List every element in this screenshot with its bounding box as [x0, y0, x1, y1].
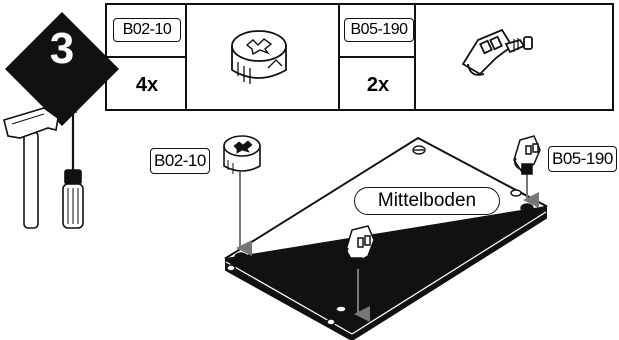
part-code-label-1: B02-10 — [113, 18, 181, 42]
step-number: 3 — [49, 24, 75, 73]
callout-label-cam-lock: B02-10 — [150, 148, 210, 174]
parts-table: B02-10 4x B05-190 2x — [105, 3, 614, 111]
insertion-arrows — [236, 172, 539, 322]
step-diamond-badge — [5, 12, 119, 126]
callout-label-shelf-support: B05-190 — [548, 146, 617, 172]
callout-shelf-support-icon-center — [345, 225, 375, 269]
screwdriver-icon — [62, 101, 84, 229]
table-divider — [340, 56, 416, 58]
cam-lock-icon — [231, 30, 287, 84]
part-illustration-cell-1 — [187, 5, 340, 109]
shelf-support-icon — [461, 28, 533, 76]
callout-cam-lock-icon — [223, 135, 261, 174]
middle-board — [224, 136, 548, 340]
callout-shelf-support-icon-right — [513, 135, 541, 175]
table-divider — [107, 56, 187, 58]
board-name-label: Mittelboden — [354, 187, 500, 215]
part-quantity-1: 4x — [135, 74, 159, 96]
part-quantity-2: 2x — [366, 74, 390, 96]
hammer-icon — [3, 107, 59, 229]
part-code-label-2: B05-190 — [344, 18, 414, 42]
